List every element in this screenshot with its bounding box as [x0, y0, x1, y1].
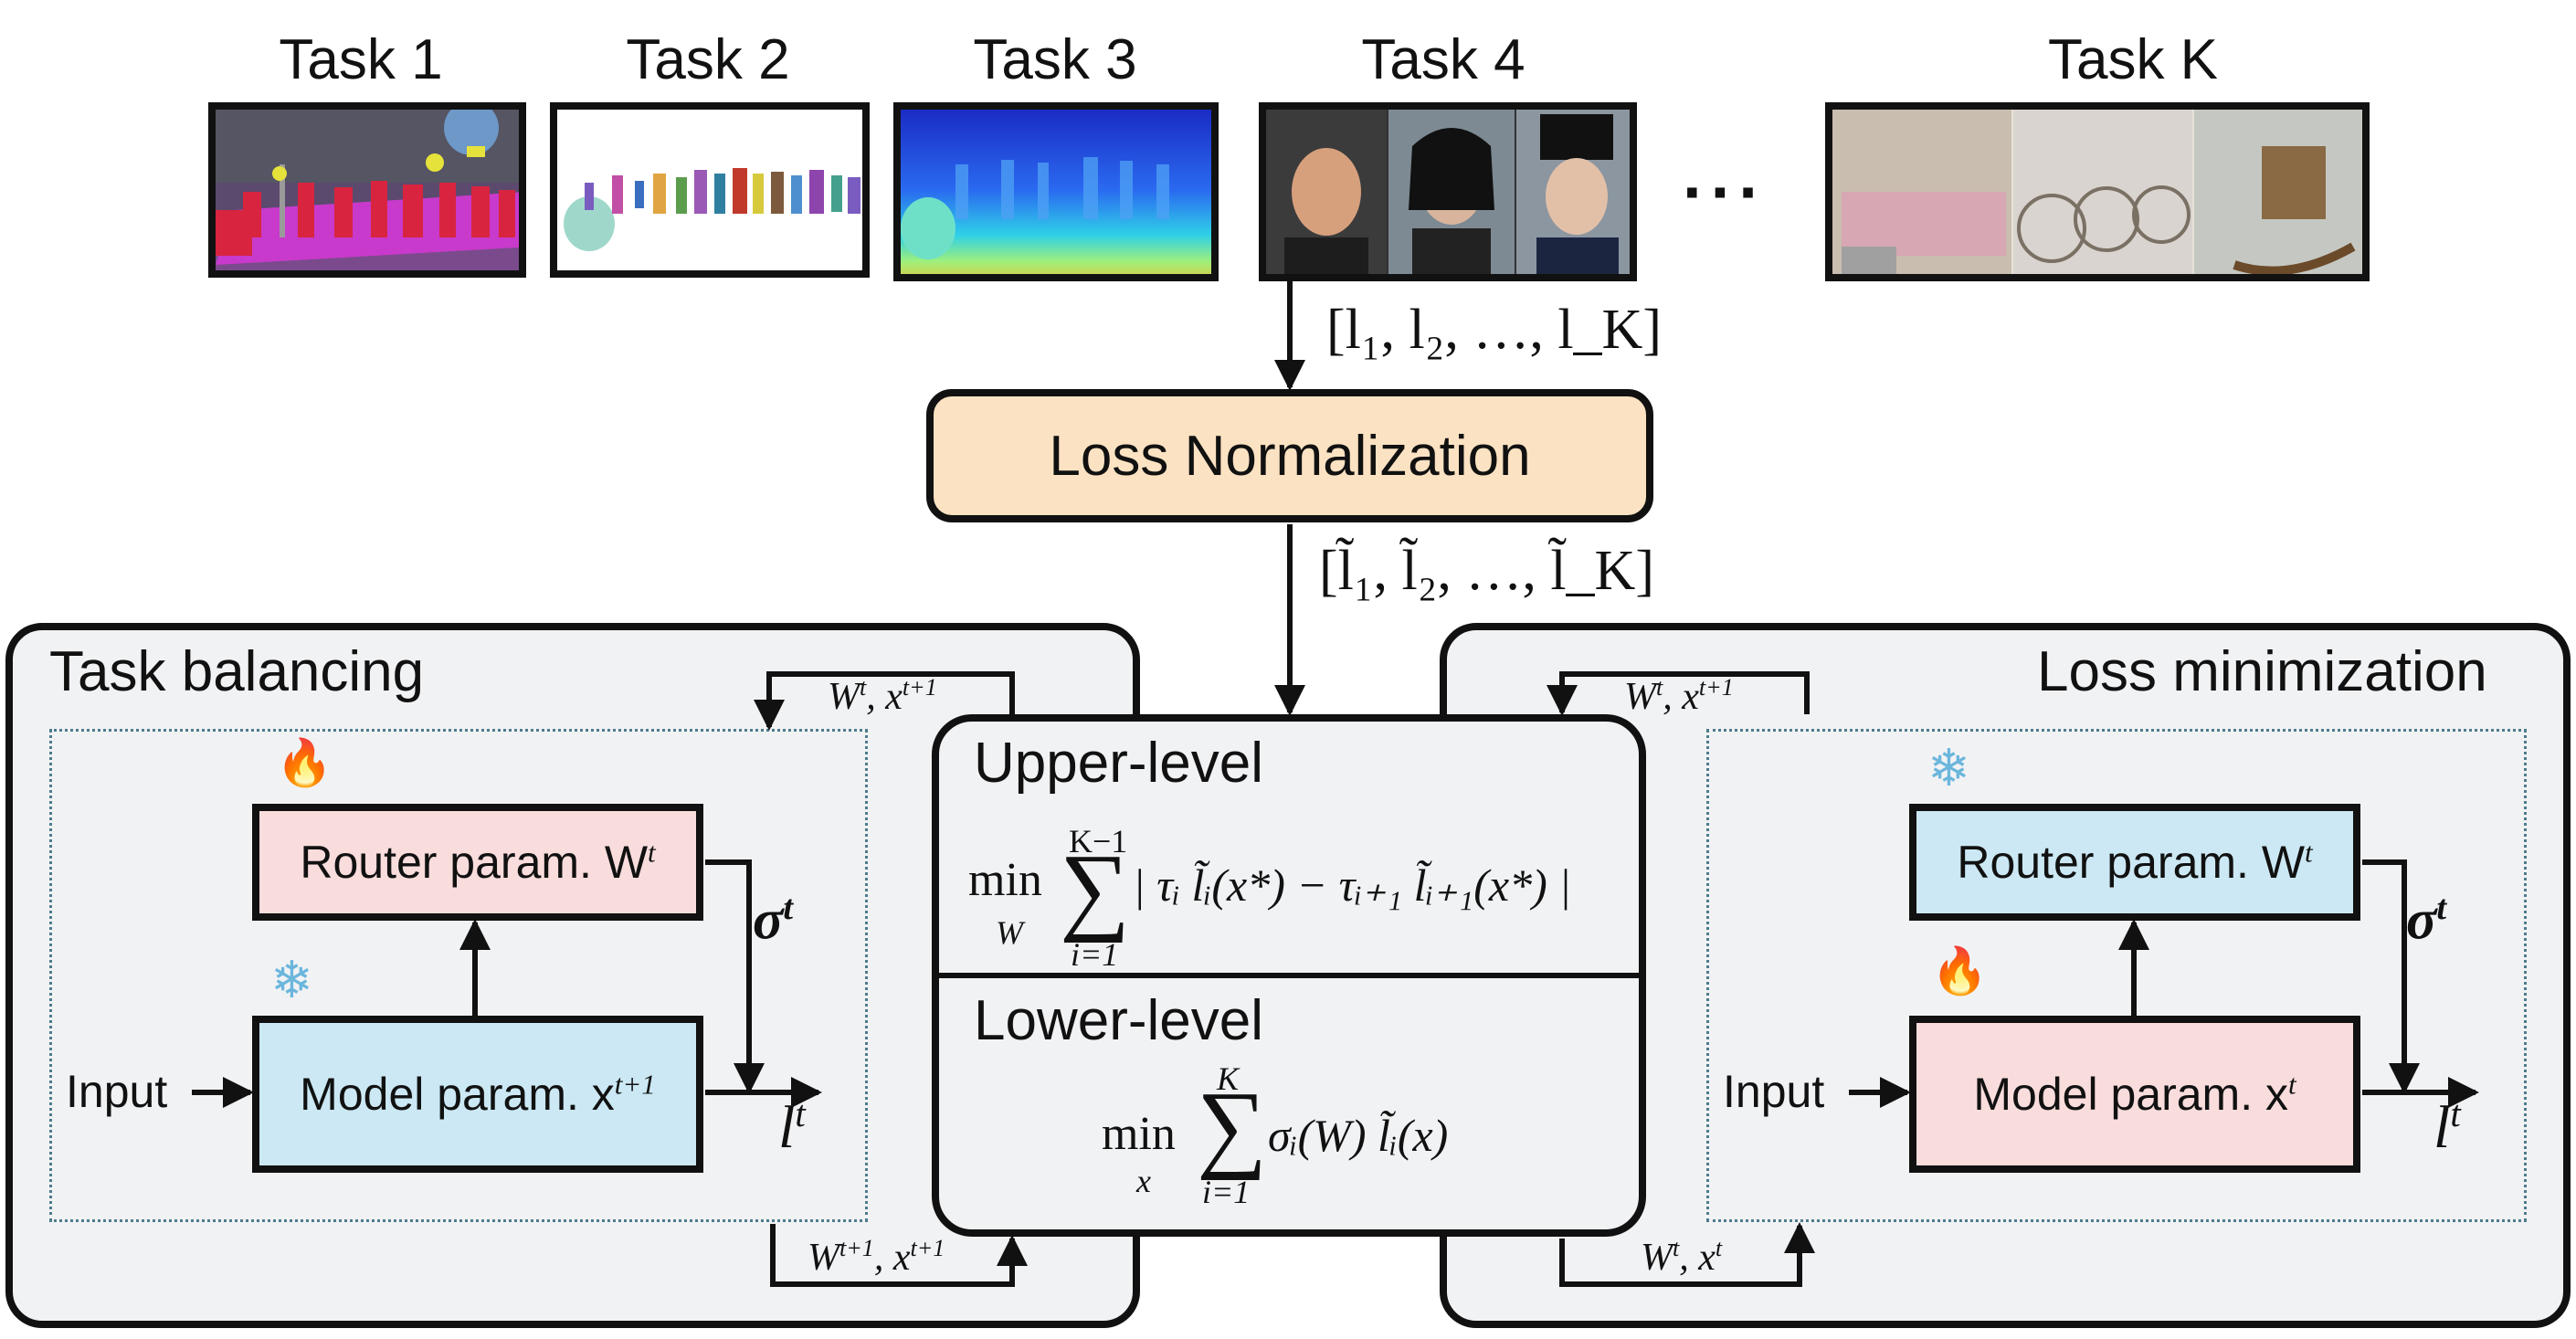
upper-min: min: [968, 854, 1042, 906]
left-router-param-box: Router param. Wt: [252, 804, 703, 921]
right-router-param-box: Router param. Wt: [1909, 804, 2360, 921]
fire-icon-right: 🔥: [1931, 945, 1989, 996]
task-k-label: Task K: [2047, 28, 2219, 91]
task-balancing-title: Task balancing: [49, 640, 425, 703]
task-2-image: [550, 102, 870, 278]
right-model-label: Model param. xt: [1973, 1068, 2296, 1120]
lower-objective: σᵢ(W) l̃ᵢ(x): [1268, 1110, 1449, 1161]
right-model-param-box: Model param. xt: [1909, 1016, 2360, 1173]
arrow-right-sigma: [2362, 859, 2420, 1094]
lower-min: min: [1102, 1108, 1176, 1160]
fire-icon: 🔥: [276, 737, 333, 788]
lower-level-title: Lower-level: [974, 989, 1264, 1052]
left-router-label: Router param. Wt: [300, 836, 656, 888]
loss-normalization-label: Loss Normalization: [1049, 424, 1531, 488]
snowflake-icon: ❄: [270, 951, 313, 1008]
upper-sum-bottom: i=1: [1071, 936, 1119, 973]
objects-image: [1832, 110, 2362, 274]
segmentation-image: [216, 110, 519, 270]
snowflake-icon-right: ❄: [1927, 739, 1970, 796]
arrow-right-bottom-feedback: [1559, 1222, 1815, 1287]
left-sigma-label: σt: [753, 889, 794, 952]
task-1-label: Task 1: [279, 28, 443, 91]
left-top-feedback-label: Wt, xt+1: [828, 674, 937, 718]
task-3-label: Task 3: [973, 28, 1137, 91]
lower-sum-bottom: i=1: [1202, 1174, 1251, 1210]
instance-image: [564, 168, 860, 251]
task-balancing-dotted-region: [49, 729, 868, 1222]
task-4-image: [1259, 102, 1637, 281]
faces-image: [1266, 110, 1630, 274]
arrow-right-top-feedback: [1547, 671, 1810, 716]
upper-level-title: Upper-level: [974, 732, 1264, 795]
right-input-label: Input: [1723, 1066, 1825, 1117]
loss-minimization-dotted-region: [1706, 729, 2527, 1222]
arrow-left-bottom-feedback: [770, 1224, 1028, 1287]
loss-normalization-box: Loss Normalization: [926, 389, 1653, 522]
tasks-ellipsis: ···: [1683, 154, 1767, 230]
upper-min-sub: W: [996, 914, 1023, 951]
right-loss-label: lt: [2433, 1093, 2461, 1161]
loss-vector-input: [l₁, l₂, …, l_K]: [1326, 299, 1662, 361]
task-1-image: [208, 102, 526, 278]
task-3-image: [893, 102, 1219, 281]
lower-min-sub: x: [1136, 1163, 1151, 1199]
task-k-image: [1825, 102, 2370, 281]
lower-sum-top: K: [1217, 1060, 1240, 1097]
upper-objective: | τᵢ l̃ᵢ(x*) − τᵢ₊₁ l̃ᵢ₊₁(x*) |: [1133, 859, 1571, 911]
loss-vector-normalized: [l̃₁, l̃₂, …, l̃_K]: [1319, 540, 1654, 602]
left-input-label: Input: [66, 1066, 168, 1117]
right-bottom-feedback-label: Wt, xt: [1641, 1235, 1723, 1279]
right-router-label: Router param. Wt: [1957, 836, 2313, 888]
arrow-left-top-feedback: [754, 671, 1015, 731]
task-4-label: Task 4: [1361, 28, 1526, 91]
left-model-param-box: Model param. xt+1: [252, 1016, 703, 1173]
loss-minimization-title: Loss minimization: [2037, 640, 2487, 703]
depth-image: [901, 110, 1211, 274]
arrow-left-sigma: [705, 859, 765, 1094]
left-loss-label: lt: [778, 1093, 806, 1161]
right-sigma-label: σt: [2406, 889, 2447, 952]
left-model-label: Model param. xt+1: [300, 1068, 656, 1120]
task-2-label: Task 2: [626, 28, 790, 91]
upper-sum-symbol: ∑: [1060, 835, 1130, 944]
upper-sum-top: K−1: [1069, 823, 1128, 859]
left-bottom-feedback-label: Wt+1, xt+1: [808, 1235, 945, 1279]
right-top-feedback-label: Wt, xt+1: [1624, 674, 1734, 718]
lower-sum-symbol: ∑: [1197, 1072, 1267, 1181]
